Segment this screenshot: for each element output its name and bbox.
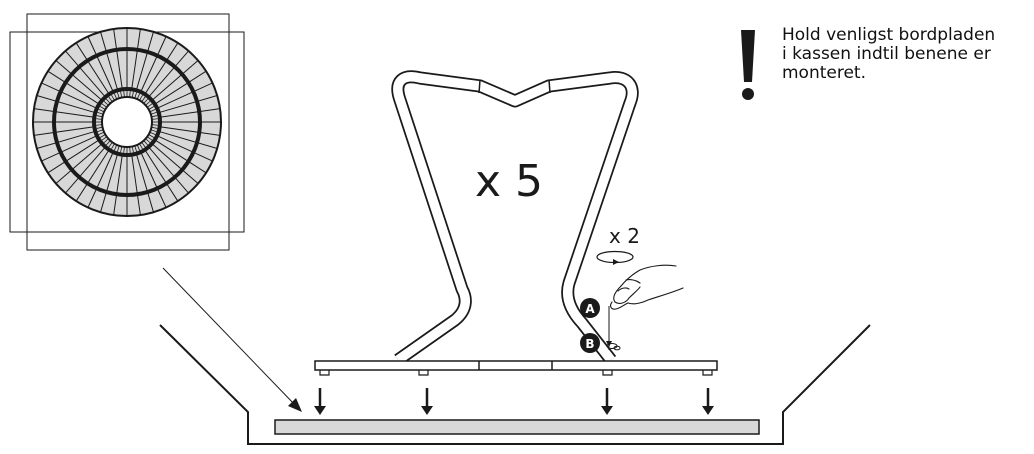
tabletop-slat-line (41, 135, 98, 162)
tabletop-hub-tick (114, 144, 118, 151)
tabletop-top-view (9, 13, 245, 251)
tabletop-hub-tick (148, 134, 155, 138)
leg-base-bar (314, 360, 718, 376)
tabletop-slat-line (144, 149, 179, 202)
tabletop-slat-line (75, 149, 110, 202)
tabletop-slat-line (87, 36, 114, 93)
tabletop-hub-tick (99, 134, 106, 138)
tabletop-slat-line (65, 146, 106, 194)
tabletop-hub-tick (148, 106, 155, 110)
tabletop-slat-line (154, 139, 207, 174)
box-outline (159, 324, 871, 445)
tabletop-slat-line (151, 143, 199, 184)
screw-quantity-label: x 2 (609, 224, 640, 248)
tabletop-slat-line (148, 50, 189, 98)
tabletop-slat-line (158, 95, 218, 114)
tabletop-hub-tick (114, 93, 118, 100)
tabletop-hub-tick (117, 145, 120, 152)
instruction-note: Hold venligst bordpladen i kassen indtil… (782, 26, 1032, 83)
tabletop-hub-tick (149, 109, 156, 113)
down-arrow-4 (702, 388, 714, 415)
callout-a-label: A (585, 302, 595, 316)
washer-icon (606, 343, 621, 351)
down-arrow-3 (601, 388, 613, 415)
tabletop-slat-line (144, 42, 179, 95)
tabletop-hub-tick (151, 124, 158, 126)
tabletop-hub-tick (131, 146, 134, 153)
tabletop-slat-line (159, 126, 221, 136)
placement-arrow (162, 267, 302, 412)
tabletop-slat-line (156, 135, 213, 162)
tabletop-center-hole (101, 96, 153, 148)
tabletop-mid-ring (52, 47, 202, 197)
tabletop-slat-line (75, 42, 110, 95)
down-arrow-1 (314, 388, 326, 415)
callout-a: A (580, 298, 600, 318)
tabletop-slat-line (156, 82, 213, 109)
tabletop-hub-ring (92, 87, 162, 157)
instruction-note-line-2: i kassen indtil benene er (782, 44, 991, 64)
tabletop-slat-line (140, 36, 167, 93)
tabletop-slat-line (135, 31, 154, 91)
tabletop-slat-line (113, 154, 123, 216)
tabletop-slat-line (36, 95, 96, 114)
tabletop-slat-line (65, 50, 106, 98)
tabletop-hub-tick (129, 146, 131, 153)
tabletop-slat-line (87, 151, 114, 208)
tabletop-hub-tick (111, 143, 115, 150)
tabletop-slat-line (55, 143, 103, 184)
tabletop-slat-line (100, 31, 119, 91)
warning-icon (741, 30, 755, 100)
tabletop-hub-tick (131, 91, 134, 98)
hand-icon (610, 264, 684, 310)
tabletop-hub-tick (150, 112, 157, 115)
leg-quantity-label: x 5 (475, 156, 543, 207)
tabletop-slat-line (140, 151, 167, 208)
tabletop-slat-line (135, 153, 154, 213)
tabletop-slat-line (131, 154, 141, 216)
tabletop-slat-line (151, 60, 199, 101)
tabletop-slat-line (33, 126, 95, 136)
tabletop-slat-line (148, 146, 189, 194)
tabletop-hub-tick (123, 146, 125, 153)
tabletop-hub-tick (99, 106, 106, 110)
instruction-note-line-1: Hold venligst bordpladen (782, 25, 996, 45)
callout-b: B (580, 333, 600, 353)
tabletop-hub-tick (151, 118, 158, 120)
callout-b-label: B (585, 337, 594, 351)
tabletop-slat-line (159, 108, 221, 118)
tabletop-slat-line (47, 70, 100, 105)
leg-frame (391, 70, 639, 366)
tabletop-slat-line (33, 108, 95, 118)
tabletop-slat-line (47, 139, 100, 174)
tabletop-slat-line (100, 153, 119, 213)
tabletop-hub-tick (139, 94, 143, 101)
tabletop-slats (33, 28, 221, 216)
tabletop-slat-line (41, 82, 98, 109)
tabletop-slat-line (158, 130, 218, 149)
tabletop-hub-tick (139, 143, 143, 150)
tabletop-slat-line (131, 28, 141, 90)
down-arrow-2 (421, 388, 433, 415)
rotate-icon (596, 250, 634, 265)
tabletop-slat-line (55, 60, 103, 101)
instruction-note-line-3: monteret. (782, 63, 867, 83)
tabletop-frame-outer (26, 13, 230, 251)
tabletop-hub-tick (111, 94, 115, 101)
tabletop-hub-tick (98, 109, 105, 113)
tabletop-hub-tick (134, 145, 137, 152)
tabletop-in-box (274, 419, 760, 435)
tabletop-hub-tick (150, 129, 157, 132)
tabletop-slat-line (36, 130, 96, 149)
tabletop-slat-line (154, 70, 207, 105)
tabletop-slat-line (113, 28, 123, 90)
